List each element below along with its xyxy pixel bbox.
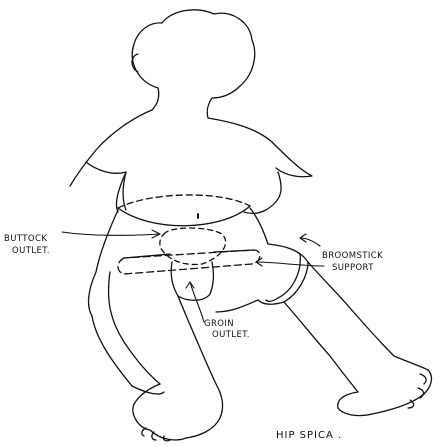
waistband-lower <box>118 206 250 226</box>
left-leg-inner <box>178 296 218 388</box>
neck-left <box>152 88 159 110</box>
cast-right-side <box>216 208 308 312</box>
broomstick-label-line1: BROOMSTICK <box>322 251 383 261</box>
left-leg-outer <box>92 316 164 394</box>
spica-cast <box>89 208 308 316</box>
broomstick-arrow-lower <box>256 262 324 266</box>
buttock-outlet-label-line2: OUTLET. <box>12 246 50 256</box>
torso-outline <box>123 172 266 213</box>
right-leg-inner <box>284 302 358 392</box>
caption-hip-spica: HIP SPICA . <box>276 430 342 441</box>
buttock-outlet <box>160 228 226 264</box>
groin-outlet-arrowhead <box>186 282 194 288</box>
buttock-outlet-label-line1: BUTTOCK <box>4 234 47 244</box>
waistband-top-dashed <box>118 195 250 208</box>
cast-right-edge <box>266 254 300 301</box>
right-leg-outer <box>308 262 428 370</box>
broomstick-arrow-upper <box>300 238 320 246</box>
head-outline <box>132 10 254 118</box>
groin-outlet-arrow <box>190 282 204 322</box>
cast-waistband <box>118 195 250 226</box>
broomstick-support-bar <box>118 250 260 274</box>
left-arm-outline <box>70 110 152 212</box>
legs <box>92 262 431 441</box>
label-pointers <box>62 230 324 322</box>
infant-figure <box>70 10 312 218</box>
groin-outlet-label-line1: GROIN <box>204 319 234 329</box>
groin-outlet-label-line2: OUTLET. <box>212 330 250 340</box>
buttock-outlet-arrow <box>62 232 160 235</box>
broomstick-bar-outline <box>118 250 260 274</box>
broomstick-label-line2: SUPPORT <box>332 263 374 273</box>
right-arm-outline <box>208 118 312 210</box>
cast-left-side <box>89 210 118 316</box>
right-foot <box>338 370 432 416</box>
left-leg-cast-line <box>109 272 160 384</box>
